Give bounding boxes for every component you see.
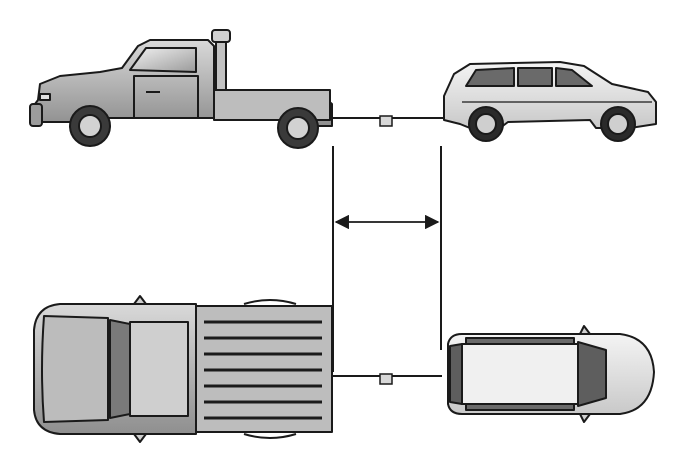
tow-bar-connector-icon: [379, 115, 393, 127]
distance-reference-lines: [332, 146, 442, 372]
suv-side-icon: [443, 61, 657, 142]
tow-truck-side-icon: [29, 29, 333, 149]
suv-top-icon: [447, 325, 655, 423]
tow-bar-connector-icon: [379, 373, 393, 385]
tow-bar-top: [332, 373, 442, 385]
tow-bar-side: [332, 115, 446, 127]
tow-truck-top-icon: [33, 295, 333, 443]
